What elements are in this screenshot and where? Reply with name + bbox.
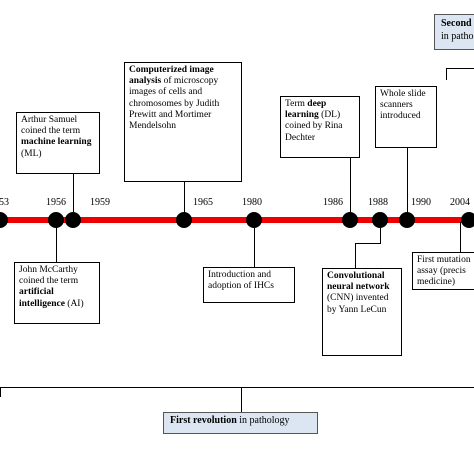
event-text: Introduction and adoption of IHCs xyxy=(208,270,274,292)
event-text: John McCarthy coined the term xyxy=(19,265,79,287)
event-box-ihc: Introduction and adoption of IHCs xyxy=(203,267,295,303)
event-box-mccarthy: John McCarthy coined the term artificial… xyxy=(14,262,100,324)
event-box-scanners: Whole slide scanners introduced xyxy=(375,86,437,148)
event-text: Term xyxy=(285,99,308,109)
timeline-dot xyxy=(48,212,64,228)
event-text: (DL) coined by Rina Dechter xyxy=(285,110,343,143)
timeline-bar xyxy=(0,217,474,223)
event-highlight: deep learning xyxy=(285,99,327,121)
connector-scanners xyxy=(407,148,408,220)
event-text: of microscopy images of cells and chromo… xyxy=(129,76,220,132)
connector-second-rev-h xyxy=(446,68,474,69)
connector-ihc xyxy=(254,222,255,267)
connector-cnn-v xyxy=(355,243,356,268)
connector-samuel xyxy=(73,174,74,219)
event-text: (CNN) invented by Yann LeCun xyxy=(327,293,389,315)
revolution-text: in patho xyxy=(441,31,474,42)
timeline-dot xyxy=(399,212,415,228)
timeline-dot xyxy=(0,212,8,228)
event-box-mutation: First mutation assay (precis medicine) xyxy=(412,252,474,290)
event-highlight: artificial intelligence xyxy=(19,287,65,309)
timeline-dot xyxy=(342,212,358,228)
event-text: Whole slide scanners introduced xyxy=(380,89,426,122)
event-box-cnn: Convolutional neural network (CNN) inven… xyxy=(322,268,402,356)
event-text: (AI) xyxy=(64,298,84,309)
event-text: First mutation assay (precis medicine) xyxy=(417,255,471,288)
timeline-dot xyxy=(65,212,81,228)
event-box-image-analysis: Computerized image analysis of microscop… xyxy=(124,62,242,182)
year-label: 1988 xyxy=(368,197,388,208)
connector-cnn xyxy=(380,222,381,244)
year-label: 1956 xyxy=(46,197,66,208)
event-box-samuel: Arthur Samuel coined the term machine le… xyxy=(16,112,100,174)
revolution-highlight: First revolution xyxy=(170,415,237,426)
event-highlight: machine learning xyxy=(21,137,92,148)
bracket-left xyxy=(0,387,1,397)
connector-mccarthy xyxy=(56,222,57,262)
bracket-tick xyxy=(241,387,242,412)
year-label: 1965 xyxy=(193,197,213,208)
timeline-dot xyxy=(176,212,192,228)
first-revolution-label: First revolution in pathology xyxy=(163,412,318,434)
event-box-deep-learning: Term deep learning (DL) coined by Rina D… xyxy=(280,96,360,158)
connector-second-rev-v xyxy=(446,68,447,80)
event-highlight: Computerized image analysis xyxy=(129,65,214,87)
year-label: 1986 xyxy=(323,197,343,208)
connector-image-analysis xyxy=(184,182,185,220)
connector-cnn-h xyxy=(355,243,381,244)
timeline-dot xyxy=(246,212,262,228)
bracket-top xyxy=(0,387,474,388)
event-highlight: Convolutional neural network xyxy=(327,271,390,293)
second-revolution-label: Second in patho xyxy=(434,14,474,50)
year-label: 1990 xyxy=(411,197,431,208)
year-label: 1959 xyxy=(90,197,110,208)
year-label: 1980 xyxy=(242,197,262,208)
year-label: 2004 xyxy=(450,197,470,208)
year-label: 53 xyxy=(0,197,9,208)
timeline-dot xyxy=(372,212,388,228)
event-text: (ML) xyxy=(21,148,42,159)
event-text: Arthur Samuel coined the term xyxy=(21,115,81,137)
revolution-text: in pathology xyxy=(236,415,290,426)
connector-deep-learning xyxy=(350,158,351,220)
revolution-highlight: Second xyxy=(441,18,472,29)
timeline-dot xyxy=(461,212,474,228)
connector-mutation xyxy=(460,222,461,252)
